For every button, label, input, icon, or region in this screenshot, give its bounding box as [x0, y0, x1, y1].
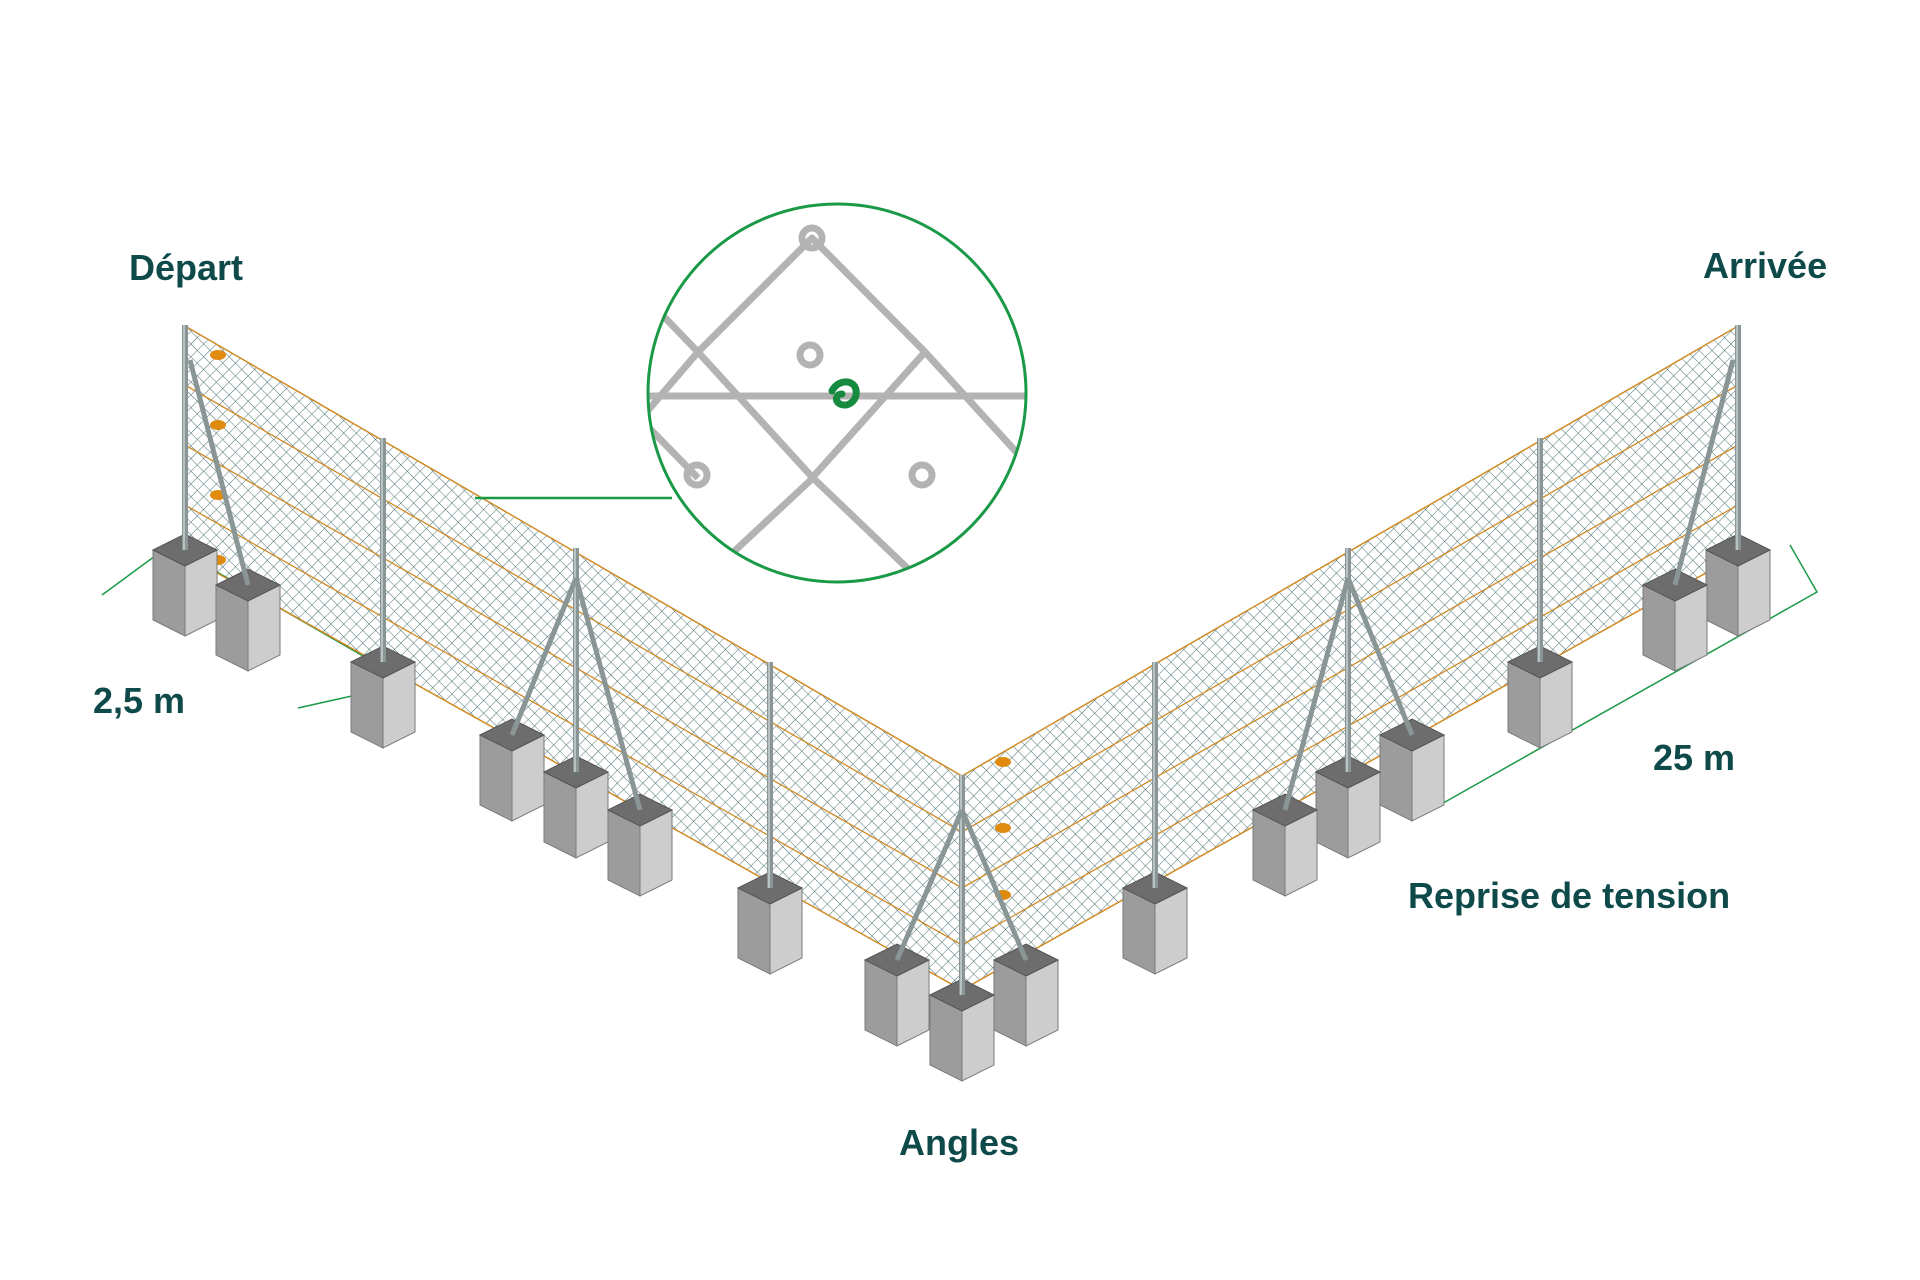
zoom-knot	[908, 461, 936, 489]
label-width-dimension: 2,5 m	[93, 680, 186, 721]
zoom-lens	[646, 202, 1028, 584]
zoom-knot	[798, 224, 826, 252]
fence-brace	[959, 809, 1029, 961]
zoom-wire	[648, 348, 816, 481]
zoom-knot	[683, 461, 711, 489]
fence-brace	[573, 577, 643, 811]
zoom-clip-icon	[828, 378, 860, 409]
concrete-block	[478, 718, 546, 752]
fence-brace	[1282, 577, 1351, 811]
zoom-wire	[648, 234, 928, 356]
fence-brace	[894, 809, 965, 961]
tensioner	[210, 420, 226, 430]
fence-brace	[1672, 359, 1736, 586]
zoom-wire	[648, 349, 701, 481]
zoom-wire	[809, 348, 1026, 481]
label-tension-recovery: Reprise de tension	[1408, 875, 1731, 916]
fence-brace	[187, 359, 251, 586]
fence-brace	[1345, 577, 1415, 736]
zoom-wire	[648, 474, 928, 582]
fence-brace	[509, 577, 579, 736]
label-end: Arrivée	[1703, 245, 1828, 286]
tensioner	[995, 823, 1011, 833]
zoom-knot	[796, 341, 824, 369]
label-corners: Angles	[899, 1122, 1020, 1163]
label-start: Départ	[129, 247, 244, 288]
fence-structure	[151, 325, 1772, 1082]
tensioner	[210, 350, 226, 360]
label-length-dimension: 25 m	[1653, 737, 1736, 778]
tensioner	[995, 757, 1011, 767]
